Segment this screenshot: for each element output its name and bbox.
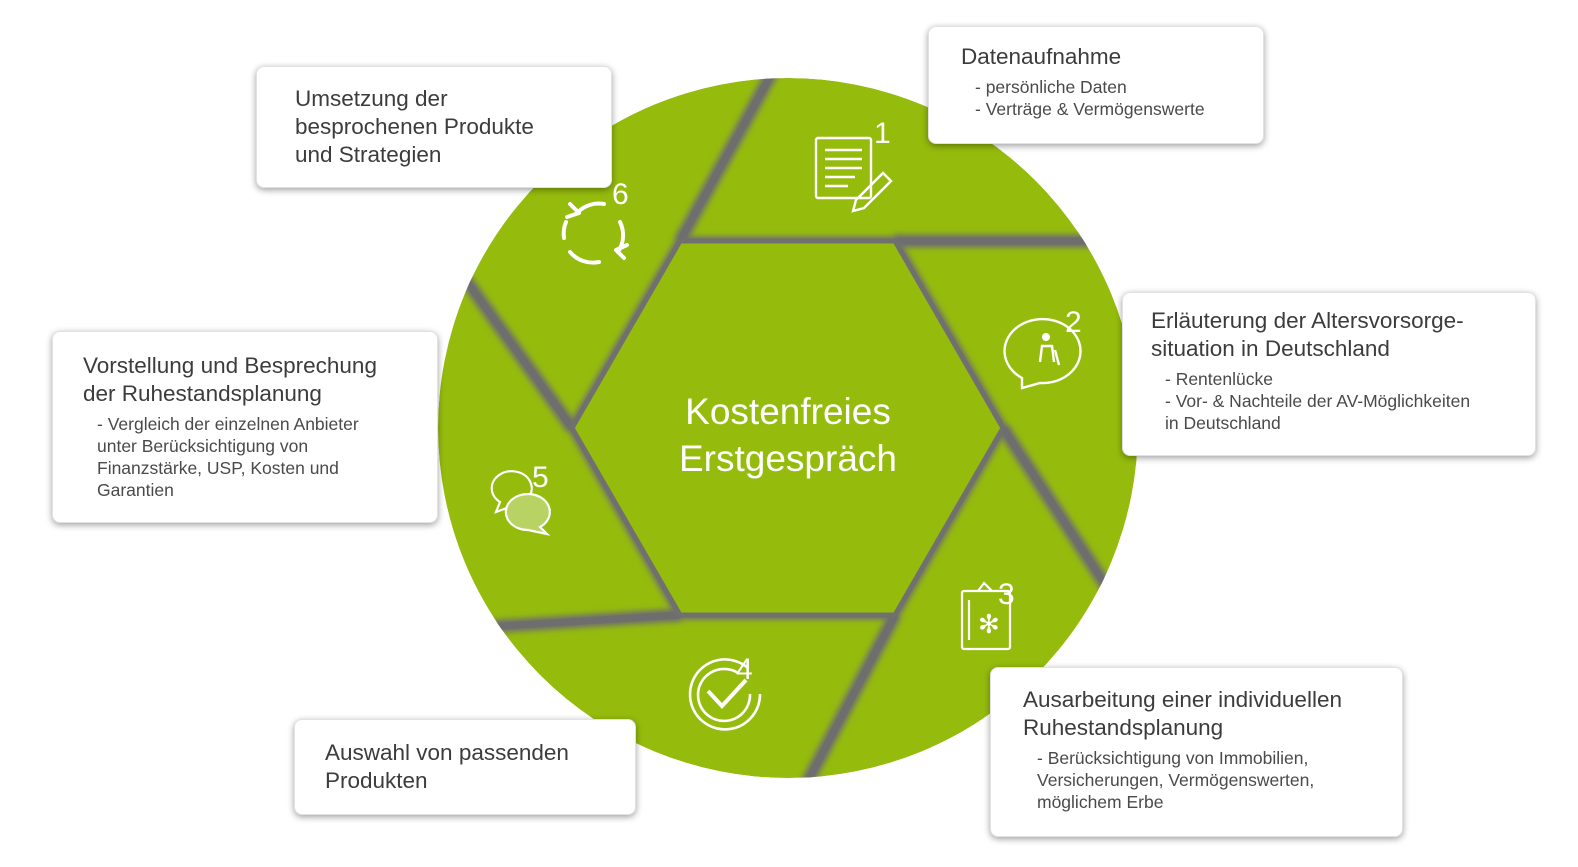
- step-1-box: Datenaufnahme - persönliche Daten - Vert…: [928, 26, 1264, 144]
- chat-bubbles-icon: [490, 470, 551, 536]
- step-number: 6: [612, 178, 629, 211]
- step-detail-list: - persönliche Daten - Verträge & Vermöge…: [961, 76, 1231, 120]
- center-hexagon: [569, 238, 1006, 618]
- step-title: Datenaufnahme: [961, 44, 1122, 69]
- step-number: 2: [1065, 306, 1082, 339]
- list-item: - Berücksichtigung von Immobilien, Versi…: [1037, 748, 1315, 812]
- step-detail-list: - Vergleich der einzelnen Anbieter unter…: [83, 413, 417, 501]
- step-number: 3: [998, 578, 1015, 611]
- step-4-box: Auswahl von passenden Produkten: [294, 719, 636, 815]
- step-5-box: Vorstellung und Besprechung der Ruhestan…: [52, 331, 438, 523]
- step-number: 5: [532, 461, 549, 494]
- refresh-cycle-icon: [561, 201, 629, 265]
- svg-text:✻: ✻: [978, 610, 1000, 640]
- checkmark-circle-icon: [688, 658, 762, 731]
- list-item: - Rentenlücke: [1165, 369, 1273, 389]
- step-title: Ausarbeitung einer individuellen Ruhesta…: [1023, 687, 1342, 740]
- step-detail-list: - Berücksichtigung von Immobilien, Versi…: [1023, 747, 1382, 813]
- step-title: Vorstellung und Besprechung der Ruhestan…: [83, 353, 377, 406]
- step-detail-list: - Rentenlücke - Vor- & Nachteile der AV-…: [1151, 368, 1515, 434]
- document-edit-icon: [814, 136, 893, 213]
- clipboard-asterisk-icon: ✻: [960, 581, 1012, 651]
- list-item: - Vergleich der einzelnen Anbieter unter…: [97, 414, 359, 500]
- step-title: Umsetzung der besprochenen Produkte und …: [295, 86, 534, 167]
- list-item: - persönliche Daten: [975, 77, 1127, 97]
- center-label: Kostenfreies Erstgespräch: [679, 391, 897, 479]
- list-item: - Verträge & Vermögenswerte: [975, 99, 1205, 119]
- step-number: 1: [874, 117, 891, 150]
- list-item: - Vor- & Nachteile der AV-Möglichkeiten …: [1165, 391, 1471, 433]
- step-2-box: Erläuterung der Altersvorsorge- situatio…: [1122, 292, 1536, 456]
- step-number: 4: [736, 653, 753, 686]
- speech-bubble-elderly-icon: [1003, 317, 1082, 390]
- step-6-box: Umsetzung der besprochenen Produkte und …: [256, 66, 612, 188]
- step-title: Auswahl von passenden Produkten: [325, 740, 569, 793]
- step-title: Erläuterung der Altersvorsorge- situatio…: [1151, 308, 1464, 361]
- step-3-box: Ausarbeitung einer individuellen Ruhesta…: [990, 667, 1403, 837]
